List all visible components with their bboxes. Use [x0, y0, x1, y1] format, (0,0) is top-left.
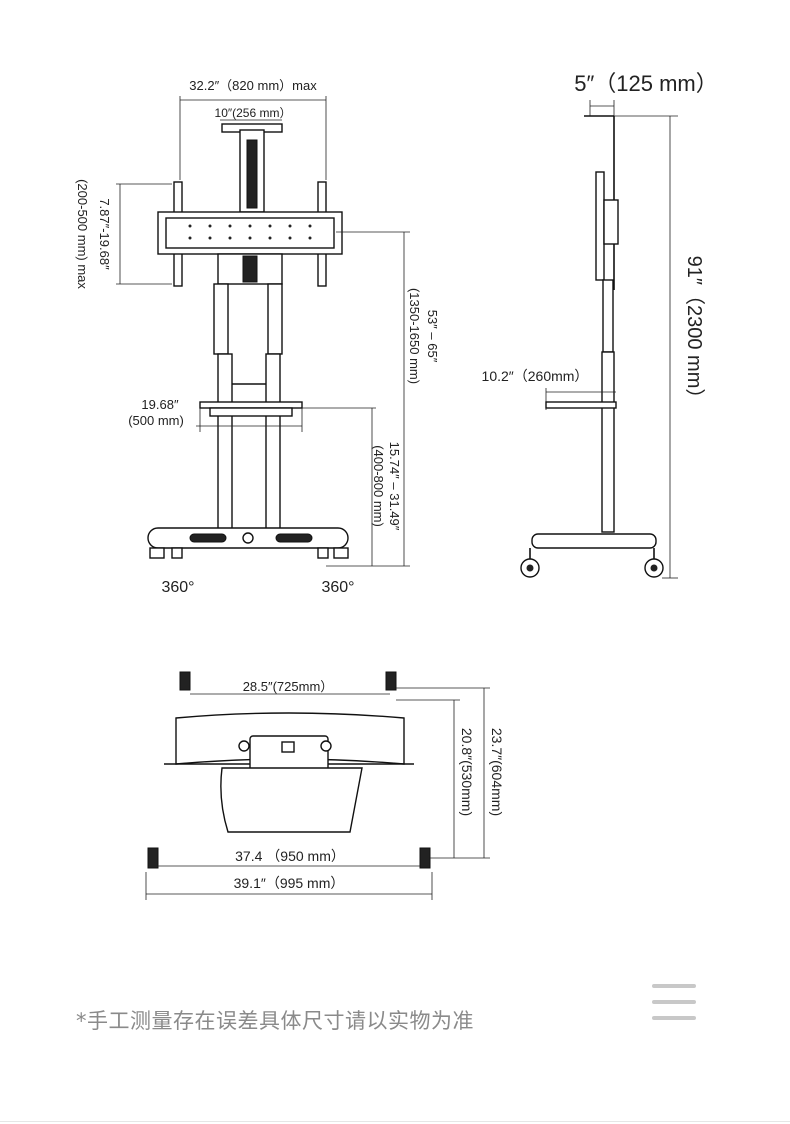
- base-outer-width-label: 39.1″（995 mm）: [234, 875, 345, 891]
- front-rotation-left-label: 360°: [161, 579, 194, 596]
- front-tray-height-in-label: 15.74″ – 31.49″: [387, 442, 402, 531]
- menu-icon[interactable]: [650, 980, 698, 1024]
- side-depth-label: 5″（125 mm）: [574, 71, 718, 96]
- front-height-range-mm-label: (1350-1650 mm): [407, 288, 422, 384]
- front-view: 32.2″（820 mm）max 10″(256 mm） 7.87″-19.68…: [75, 78, 440, 596]
- front-tray-width-in-label: 19.68″: [141, 397, 179, 412]
- menu-icon-bar: [652, 1000, 696, 1004]
- divider: [0, 1121, 790, 1122]
- side-tray-depth-label: 10.2″（260mm）: [482, 368, 589, 384]
- front-width-max-label: 32.2″（820 mm）max: [189, 78, 317, 93]
- front-vesa-height-in-label: 7.87″-19.68″: [97, 198, 112, 270]
- base-depth-in-label: 20.8″(530mm): [459, 728, 475, 816]
- front-rotation-right-label: 360°: [321, 579, 354, 596]
- side-view: 5″（125 mm） 10.2″（260mm） 91″（2300 mm）: [482, 71, 718, 579]
- front-tray-height-mm-label: (400-800 mm): [371, 445, 386, 527]
- base-top-view: 28.5″(725mm） 37.4 （950 mm） 39.1″（995 mm）…: [145, 671, 505, 900]
- base-inner-width-label: 28.5″(725mm）: [243, 679, 334, 694]
- menu-icon-bar: [652, 1016, 696, 1020]
- base-width-label: 37.4 （950 mm）: [235, 848, 345, 864]
- measurement-footnote: *手工测量存在误差具体尺寸请以实物为准: [76, 1009, 474, 1033]
- front-height-range-in-label: 53″ – 65″: [425, 310, 440, 363]
- front-tray-width-mm-label: (500 mm): [128, 413, 184, 428]
- front-mount-width-label: 10″(256 mm）: [215, 106, 292, 120]
- front-vesa-height-mm-label: (200-500 mm) max: [75, 179, 90, 289]
- menu-icon-bar: [652, 984, 696, 988]
- base-depth-total-label: 23.7″(604mm): [489, 728, 505, 816]
- side-total-height-label: 91″（2300 mm）: [683, 256, 706, 409]
